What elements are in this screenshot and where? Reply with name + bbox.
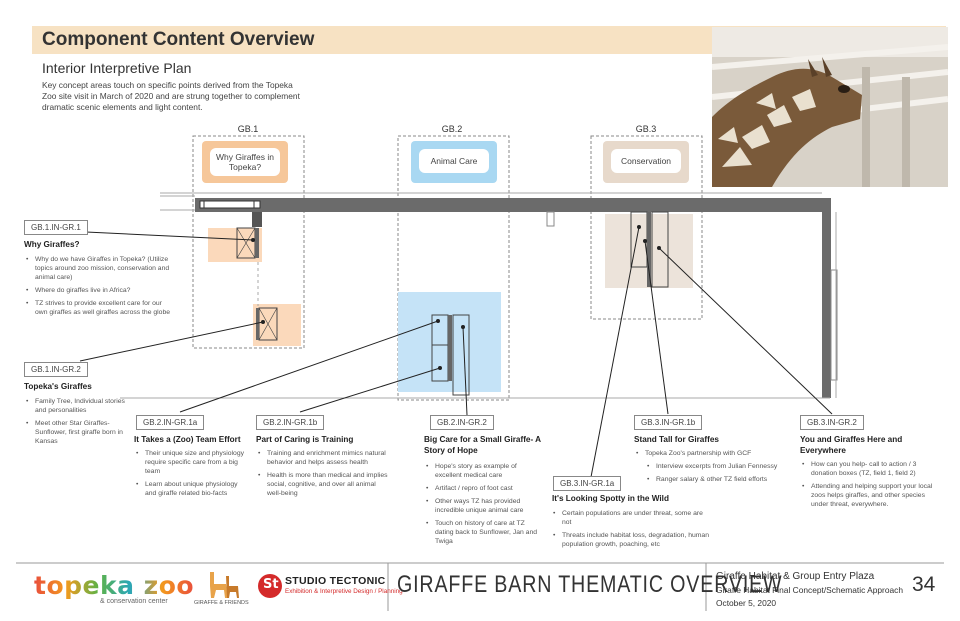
main-wall: [195, 198, 831, 212]
giraffe-icon: [210, 572, 239, 598]
list-gb3-gr2: How can you help- call to action / 3 don…: [802, 460, 938, 513]
gb2-bay-outline: [397, 135, 510, 401]
list-item: Interview excerpts from Julian Fennessy: [636, 462, 796, 471]
list-item: Topeka Zoo's partnership with GCF: [636, 449, 796, 458]
tag-gb2-gr1b: GB.2.IN-GR.1b: [256, 415, 325, 430]
list-gb2-gr2: Hope's story as example of excellent med…: [426, 462, 544, 550]
gb3-label: GB.3: [635, 124, 657, 134]
title-gb3-gr1a: It's Looking Spotty in the Wild: [552, 494, 669, 503]
gb1-bay-outline: [192, 135, 305, 349]
title-gb3-gr1b: Stand Tall for Giraffes: [634, 435, 719, 444]
list-item: Where do giraffes live in Africa?: [26, 286, 176, 295]
list-item: Training and enrichment mimics natural b…: [258, 449, 388, 467]
list-item: Health is more than medical and implies …: [258, 471, 388, 498]
project-phase: Giraffe Habitat Final Concept/Schematic …: [716, 585, 903, 595]
studio-tectonic-icon: St: [258, 574, 282, 598]
gb3-bay-outline: [590, 135, 703, 320]
tag-gb3-gr1a: GB.3.IN-GR.1a: [553, 476, 622, 491]
list-item: Touch on history of care at TZ dating ba…: [426, 519, 544, 546]
page-subtitle: Interior Interpretive Plan: [42, 60, 192, 76]
giraffe-photo: [712, 27, 948, 187]
gb2-card: Animal Care: [411, 141, 497, 183]
list-item: Their unique size and physiology require…: [136, 449, 250, 476]
gb1-card: Why Giraffes in Topeka?: [202, 141, 288, 183]
list-item: Certain populations are under threat, so…: [553, 509, 713, 527]
page-title: Component Content Overview: [42, 29, 315, 50]
gb3-card: Conservation: [603, 141, 689, 183]
gb1-label: GB.1: [237, 124, 259, 134]
gb2-label: GB.2: [441, 124, 463, 134]
list-item: Artifact / repro of foot cast: [426, 484, 544, 493]
page-number: 34: [912, 573, 936, 596]
studio-tectonic-subtext: Exhibition & Interpretive Design / Plann…: [285, 588, 403, 595]
list-gb2-gr1b: Training and enrichment mimics natural b…: [258, 449, 388, 502]
list-item: Threats include habitat loss, degradatio…: [553, 531, 713, 549]
list-item: Why do we have Giraffes in Topeka? (Util…: [26, 255, 176, 282]
gb3-card-label: Conservation: [611, 149, 681, 173]
title-gb1-gr1: Why Giraffes?: [24, 240, 80, 249]
list-item: TZ strives to provide excellent care for…: [26, 299, 176, 317]
title-gb2-gr1a: It Takes a (Zoo) Team Effort: [134, 435, 241, 444]
title-gb3-gr2: You and Giraffes Here and Everywhere: [800, 435, 903, 455]
list-item: Meet other Star Giraffes- Sunflower, fir…: [26, 419, 126, 446]
tag-gb3-gr1b: GB.3.IN-GR.1b: [634, 415, 703, 430]
east-wall: [822, 198, 831, 398]
tag-gb1-gr2: GB.1.IN-GR.2: [24, 362, 88, 377]
list-item: Attending and helping support your local…: [802, 482, 938, 509]
gb1-card-label: Why Giraffes in Topeka?: [210, 148, 280, 176]
list-gb1-gr2: Family Tree, Individual stories and pers…: [26, 397, 126, 450]
giraffe-photo-illustration: [712, 27, 948, 187]
list-gb3-gr1a: Certain populations are under threat, so…: [553, 509, 713, 553]
list-gb3-gr1b: Topeka Zoo's partnership with GCF Interv…: [636, 449, 796, 488]
gb1-zone-1: [208, 228, 262, 262]
giraffe-friends-text: GIRAFFE & FRIENDS: [194, 600, 249, 606]
document-title: GIRAFFE BARN THEMATIC OVERVIEW: [397, 571, 783, 598]
list-item: Hope's story as example of excellent med…: [426, 462, 544, 480]
title-gb2-gr1b: Part of Caring is Training: [256, 435, 354, 444]
project-name: Giraffe Habitat & Group Entry Plaza: [716, 571, 875, 582]
intro-text: Key concept areas touch on specific poin…: [42, 80, 300, 112]
list-item: Family Tree, Individual stories and pers…: [26, 397, 126, 415]
tag-gb1-gr1: GB.1.IN-GR.1: [24, 220, 88, 235]
studio-tectonic-logo: STUDIO TECTONIC: [285, 575, 386, 587]
title-gb1-gr2: Topeka's Giraffes: [24, 382, 92, 391]
giraffe-friends-logo: GIRAFFE & FRIENDS: [194, 570, 250, 610]
title-gb2-gr2: Big Care for a Small Giraffe- A Story of…: [424, 435, 541, 455]
list-gb2-gr1a: Their unique size and physiology require…: [136, 449, 250, 502]
gb2-card-label: Animal Care: [419, 149, 489, 173]
list-item: How can you help- call to action / 3 don…: [802, 460, 938, 478]
list-gb1-gr1: Why do we have Giraffes in Topeka? (Util…: [26, 255, 176, 321]
leader-lines: [79, 226, 833, 478]
list-item: Ranger salary & other TZ field efforts: [636, 475, 796, 484]
topeka-zoo-logo-text: topeka zoo: [34, 571, 195, 600]
project-date: October 5, 2020: [716, 598, 777, 608]
tag-gb3-gr2: GB.3.IN-GR.2: [800, 415, 864, 430]
tag-gb2-gr2: GB.2.IN-GR.2: [430, 415, 494, 430]
tag-gb2-gr1a: GB.2.IN-GR.1a: [136, 415, 205, 430]
list-item: Other ways TZ has provided incredible un…: [426, 497, 544, 515]
topeka-zoo-logo: topeka zoo: [34, 571, 194, 600]
topeka-zoo-subtext: & conservation center: [100, 598, 168, 605]
list-item: Learn about unique physiology and giraff…: [136, 480, 250, 498]
